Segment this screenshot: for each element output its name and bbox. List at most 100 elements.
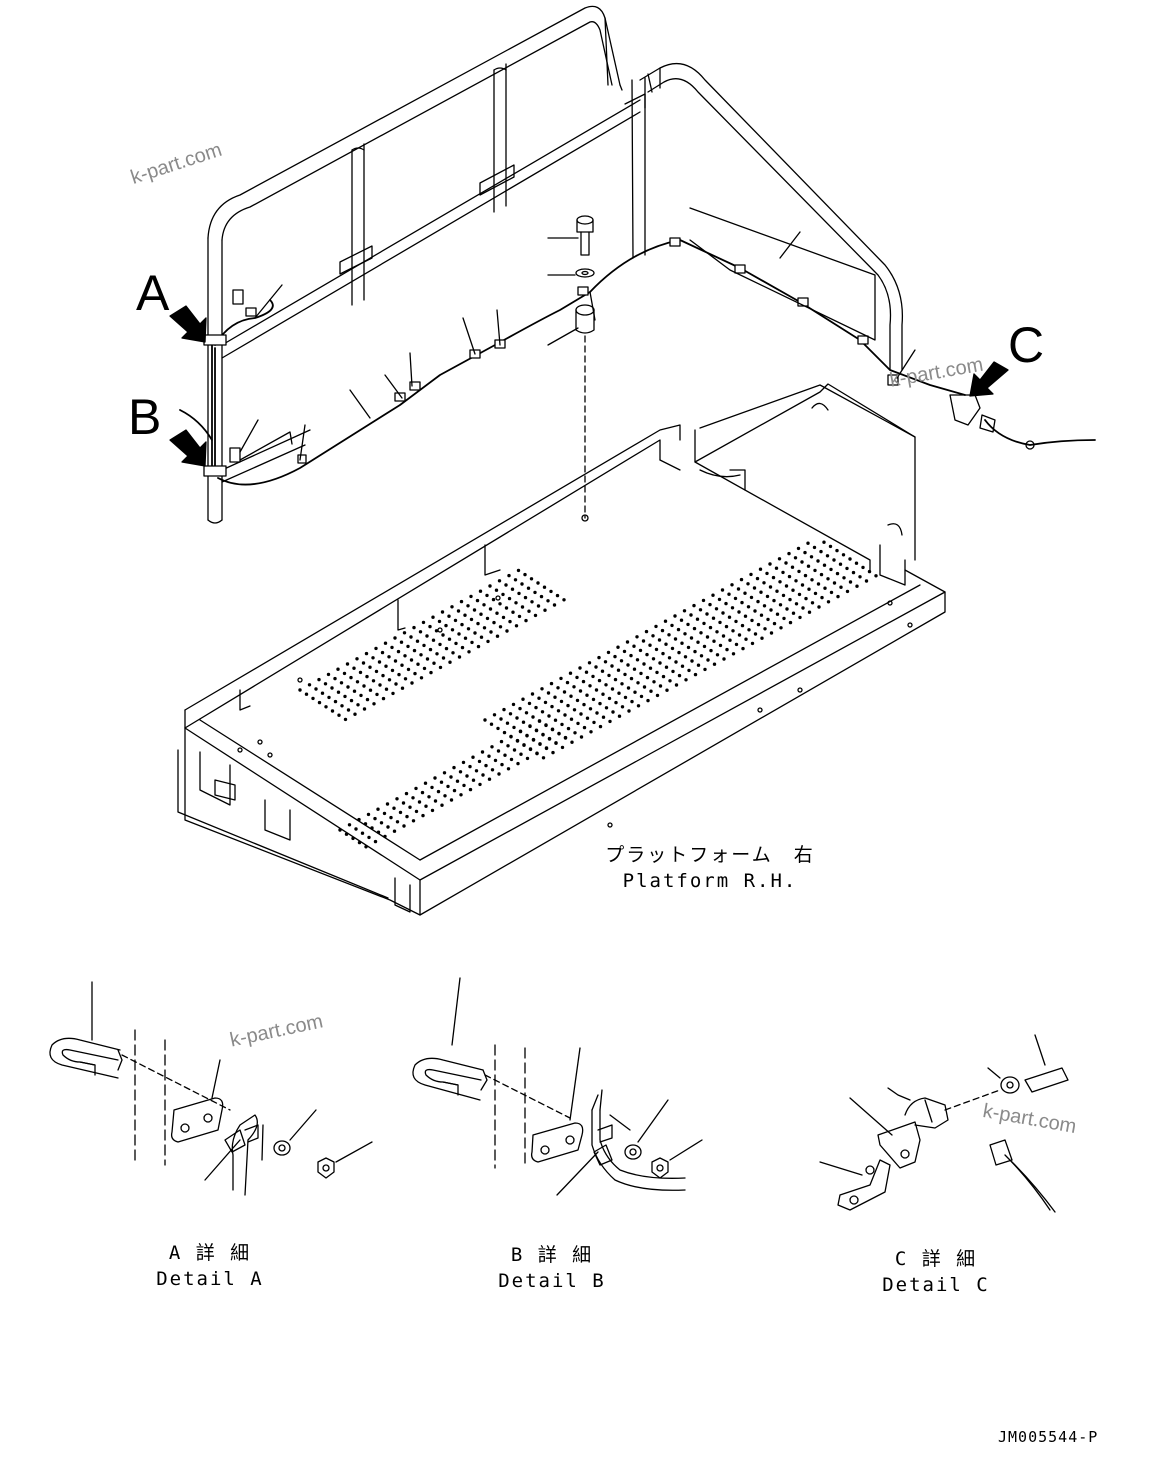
perforation-hole <box>727 615 732 619</box>
perforation-hole <box>409 658 414 662</box>
perforation-hole <box>566 703 570 708</box>
perforation-hole <box>765 571 769 576</box>
perforation-hole <box>728 638 732 642</box>
perforation-hole <box>807 610 812 614</box>
perforation-hole <box>613 654 617 659</box>
perforation-hole <box>424 804 428 808</box>
perforation-hole <box>731 652 736 656</box>
perforation-hole <box>342 671 347 676</box>
perforation-hole <box>617 691 621 695</box>
perforation-hole <box>737 610 741 614</box>
perforation-hole <box>579 712 583 716</box>
perforation-hole <box>646 698 650 703</box>
perforation-hole <box>556 709 561 713</box>
platform-caption: プラットフォーム 右 Platform R.H. <box>600 842 820 894</box>
perforation-hole <box>540 710 545 714</box>
harness-clamps <box>203 237 899 477</box>
perforation-hole <box>487 777 492 781</box>
perforation-hole <box>701 598 706 603</box>
perforation-hole <box>501 592 505 597</box>
perforation-hole <box>347 823 352 827</box>
perforation-hole <box>499 717 503 721</box>
perforation-hole <box>633 690 637 694</box>
perforation-hole <box>422 666 427 671</box>
perforation-hole <box>604 706 609 710</box>
perforation-hole <box>459 793 463 797</box>
perforation-hole <box>512 725 516 730</box>
perforation-hole <box>390 668 395 673</box>
perforation-hole <box>394 682 398 686</box>
perforation-hole <box>648 666 653 670</box>
perforation-hole <box>867 569 872 574</box>
perforation-hole <box>431 638 436 642</box>
perforation-hole <box>317 700 322 705</box>
perforation-hole <box>594 665 598 669</box>
perforation-hole <box>832 558 836 562</box>
perforation-hole <box>528 747 533 751</box>
perforation-hole <box>414 809 419 814</box>
perforation-hole <box>591 697 596 702</box>
perforation-hole <box>639 671 643 676</box>
perforation-hole <box>537 719 542 723</box>
perforation-hole <box>682 609 687 613</box>
perforation-hole <box>456 609 461 613</box>
perforation-hole <box>460 645 465 650</box>
perforation-hole <box>307 683 312 687</box>
perforation-hole <box>458 770 463 774</box>
perforation-hole <box>652 680 656 684</box>
arrows <box>169 305 1009 467</box>
perforation-hole <box>629 676 634 681</box>
perforation-hole <box>632 667 637 671</box>
perforation-hole <box>344 832 349 836</box>
perforation-hole <box>540 687 544 691</box>
perforation-hole <box>762 604 767 608</box>
perforation-hole <box>528 724 532 728</box>
perforation-hole <box>654 624 658 629</box>
perforation-hole <box>661 651 665 656</box>
perforation-hole <box>514 624 519 628</box>
perforation-hole <box>450 605 454 609</box>
perforation-hole <box>304 692 309 696</box>
perforation-hole <box>411 819 416 823</box>
perforation-hole <box>452 765 456 770</box>
detail-a-caption: A 詳 細 Detail A <box>140 1240 280 1292</box>
perforation-hole <box>790 565 795 569</box>
perforation-hole <box>374 646 378 651</box>
perforation-hole <box>730 583 734 587</box>
perforation-hole <box>550 727 555 731</box>
perforation-hole <box>855 584 859 588</box>
perforation-hole <box>674 683 679 687</box>
perforation-hole <box>712 639 716 643</box>
platform-caption-en: Platform R.H. <box>622 870 798 892</box>
perforation-hole <box>744 637 748 641</box>
perforation-hole <box>793 556 798 560</box>
perforation-hole <box>664 642 668 646</box>
perforation-hole <box>529 577 534 581</box>
perforation-hole <box>365 674 369 679</box>
perforation-hole <box>607 673 611 678</box>
perforation-hole <box>533 613 538 618</box>
perforation-hole <box>578 666 582 670</box>
perforation-hole <box>563 713 567 717</box>
perforation-hole <box>750 618 754 623</box>
perforation-hole <box>720 588 725 592</box>
perforation-hole <box>698 608 703 612</box>
perforation-hole <box>371 656 375 660</box>
perforation-hole <box>504 606 509 610</box>
perforation-hole <box>511 610 515 614</box>
perforation-hole <box>324 705 328 709</box>
perforation-hole <box>768 585 773 589</box>
perforation-hole <box>510 587 515 591</box>
perforation-hole <box>743 591 747 595</box>
perforation-hole <box>689 636 694 640</box>
perforation-hole <box>507 573 511 578</box>
perforation-hole <box>476 644 481 649</box>
perforation-hole <box>320 691 325 695</box>
perforation-hole <box>759 590 763 594</box>
perforation-hole <box>686 622 690 627</box>
perforation-hole <box>346 685 350 689</box>
perforation-hole <box>471 755 475 759</box>
perforation-hole <box>657 638 662 642</box>
perforation-hole <box>851 570 856 575</box>
